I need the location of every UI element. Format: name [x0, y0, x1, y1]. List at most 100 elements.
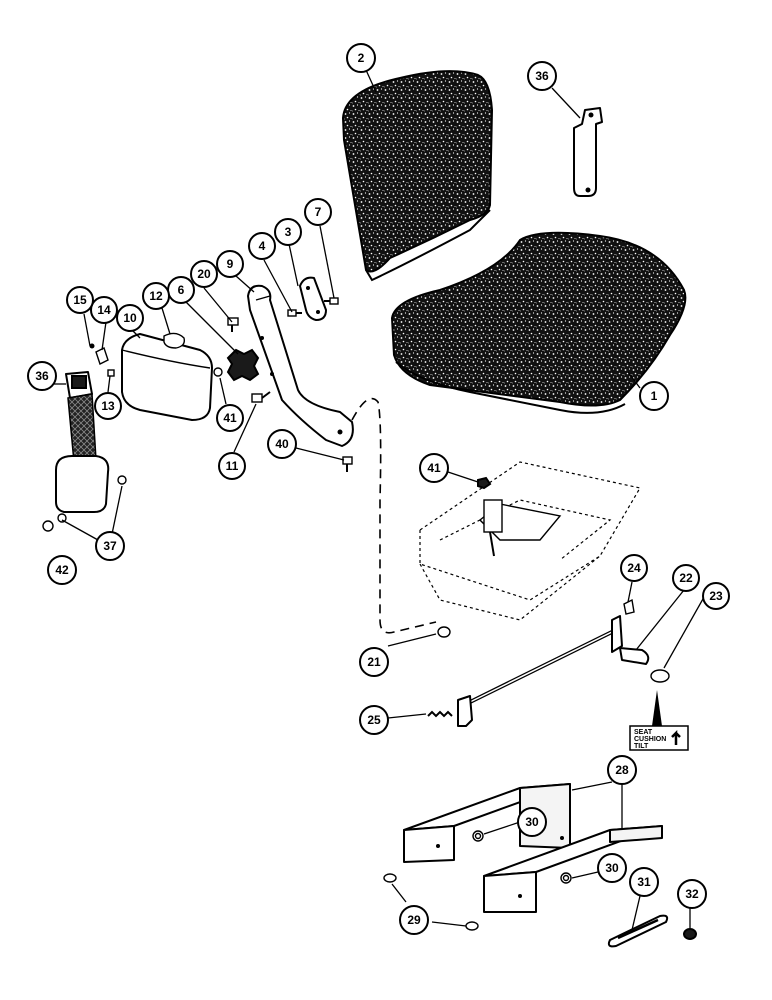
- grip-23: [650, 669, 670, 683]
- svg-text:40: 40: [275, 437, 289, 451]
- clip-24: [623, 598, 635, 615]
- callout-41-frame: 41: [419, 453, 449, 483]
- adjust-knob: [226, 348, 260, 382]
- svg-text:25: 25: [367, 713, 381, 727]
- svg-text:41: 41: [223, 411, 237, 425]
- callout-4: 4: [248, 232, 276, 260]
- svg-text:13: 13: [101, 399, 115, 413]
- callout-2: 2: [346, 43, 376, 73]
- svg-text:36: 36: [535, 69, 549, 83]
- callout-36-right: 36: [527, 61, 557, 91]
- bolt-4: [287, 309, 302, 317]
- decal-line-2: CUSHION: [634, 736, 666, 743]
- svg-text:29: 29: [407, 913, 421, 927]
- spring-30-lower: [560, 872, 572, 884]
- callout-10: 10: [116, 304, 144, 332]
- seat-belt: [55, 371, 127, 513]
- callout-30-lower: 30: [597, 853, 627, 883]
- decal-line-1: SEAT: [634, 729, 653, 736]
- svg-text:36: 36: [35, 369, 49, 383]
- pin-29-upper: [383, 873, 397, 883]
- callout-11: 11: [218, 452, 246, 480]
- svg-text:32: 32: [685, 887, 699, 901]
- callout-9: 9: [216, 250, 244, 278]
- svg-text:24: 24: [627, 561, 641, 575]
- seat-frame: [419, 461, 641, 621]
- washer-21: [437, 626, 451, 638]
- svg-text:3: 3: [285, 225, 292, 239]
- callout-12: 12: [142, 282, 170, 310]
- cap-32: [683, 928, 697, 940]
- washer-37: [57, 513, 67, 523]
- callout-23: 23: [702, 582, 730, 610]
- screw-13: [107, 369, 115, 377]
- bolt-11: [251, 391, 271, 403]
- svg-text:14: 14: [97, 303, 111, 317]
- svg-text:11: 11: [226, 459, 239, 473]
- decal-line-3: TILT: [634, 743, 649, 750]
- link-plate: [299, 276, 327, 321]
- svg-text:7: 7: [315, 205, 322, 219]
- armrest-support: [247, 284, 354, 447]
- leader-lines: [52, 69, 709, 931]
- spring-30-upper: [472, 830, 484, 842]
- callout-21: 21: [359, 647, 389, 677]
- bolt-40: [342, 456, 353, 472]
- svg-text:28: 28: [615, 763, 629, 777]
- svg-text:30: 30: [605, 861, 619, 875]
- svg-text:10: 10: [123, 311, 137, 325]
- svg-text:22: 22: [679, 571, 693, 585]
- callout-32: 32: [677, 879, 707, 909]
- callout-3: 3: [274, 218, 302, 246]
- callout-29: 29: [399, 905, 429, 935]
- svg-text:31: 31: [637, 875, 651, 889]
- screw-15: [89, 343, 95, 349]
- svg-text:15: 15: [73, 293, 87, 307]
- mount-bracket-lower: [483, 825, 663, 913]
- tilt-rod: [457, 615, 650, 727]
- svg-text:42: 42: [55, 563, 69, 577]
- callout-1: 1: [639, 381, 669, 411]
- callout-7: 7: [304, 198, 332, 226]
- svg-text:37: 37: [103, 539, 117, 553]
- callout-14: 14: [90, 296, 118, 324]
- nut-41-left: [213, 367, 223, 377]
- svg-text:12: 12: [149, 289, 163, 303]
- nameplate-31: [607, 914, 669, 948]
- washer-12: [163, 332, 186, 349]
- callout-42: 42: [47, 555, 77, 585]
- callout-36-left: 36: [27, 361, 57, 391]
- svg-text:21: 21: [367, 655, 381, 669]
- callout-13: 13: [94, 392, 122, 420]
- callout-31: 31: [629, 867, 659, 897]
- callout-41-left: 41: [216, 404, 244, 432]
- callout-24: 24: [620, 554, 648, 582]
- callout-20: 20: [190, 260, 218, 288]
- svg-text:9: 9: [227, 257, 234, 271]
- callout-25: 25: [359, 705, 389, 735]
- seat-cushion: [390, 231, 687, 414]
- tilt-cable: [351, 397, 437, 634]
- callout-37: 37: [95, 531, 125, 561]
- nut-42: [42, 520, 54, 532]
- nut-41-frame: [477, 476, 492, 490]
- plate-14: [95, 347, 109, 365]
- belt-bracket: [573, 107, 603, 197]
- svg-text:6: 6: [178, 283, 185, 297]
- svg-text:23: 23: [709, 589, 723, 603]
- callout-6: 6: [167, 276, 195, 304]
- svg-text:41: 41: [427, 461, 441, 475]
- callout-22: 22: [672, 564, 700, 592]
- svg-text:4: 4: [259, 239, 266, 253]
- svg-text:20: 20: [197, 267, 211, 281]
- svg-text:1: 1: [651, 389, 658, 403]
- spring-25: [427, 710, 453, 718]
- seat-back: [341, 70, 494, 282]
- svg-text:30: 30: [525, 815, 539, 829]
- seat-tilt-decal: SEAT CUSHION TILT: [629, 690, 689, 751]
- callout-40: 40: [267, 429, 297, 459]
- bolt-20: [227, 317, 239, 332]
- svg-text:2: 2: [358, 51, 365, 65]
- callout-28: 28: [607, 755, 637, 785]
